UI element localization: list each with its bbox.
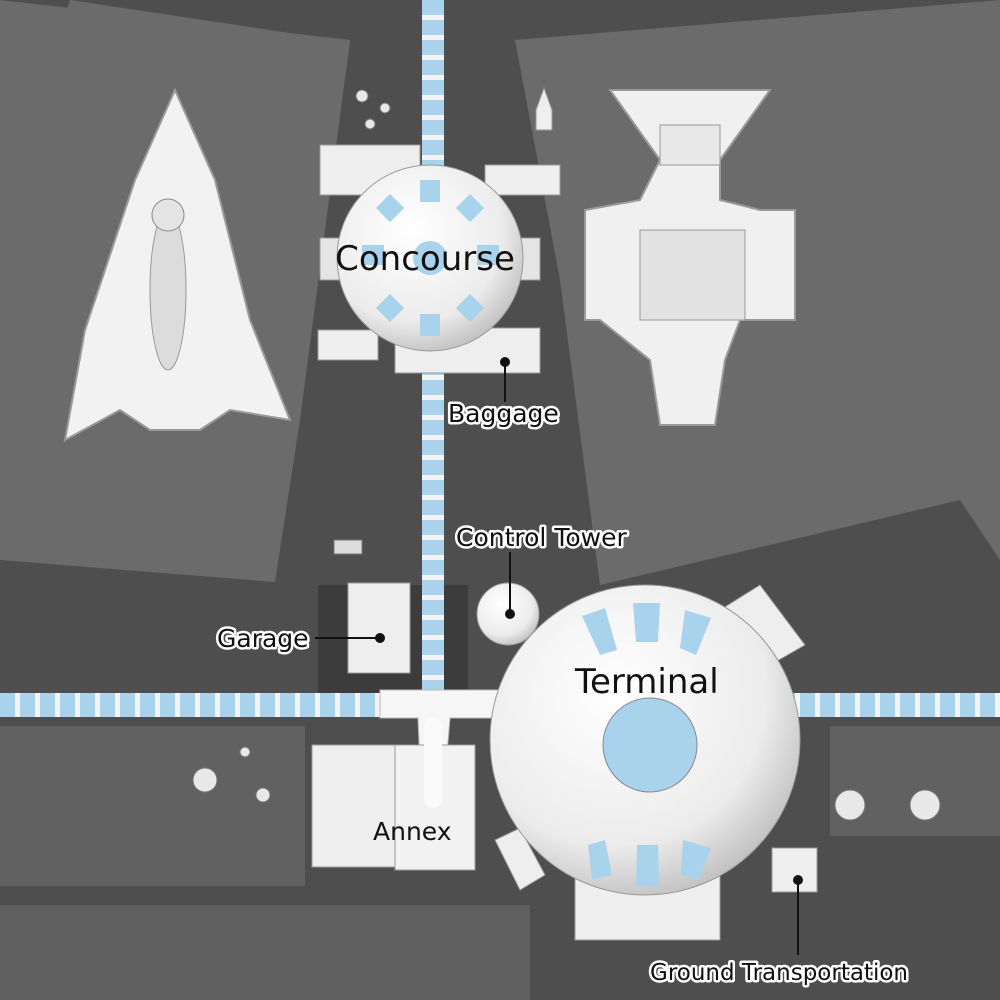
annex-label[interactable]: Annex bbox=[373, 817, 452, 846]
apron-left bbox=[0, 726, 305, 886]
ground-transportation-building bbox=[771, 847, 818, 893]
apron-bottom bbox=[0, 905, 530, 1000]
garage-label[interactable]: Garage bbox=[215, 622, 312, 656]
terminal-label[interactable]: Terminal bbox=[574, 662, 719, 702]
garage-building bbox=[347, 582, 411, 674]
apron-right bbox=[830, 726, 1000, 836]
annex-building bbox=[311, 718, 476, 871]
concourse-building bbox=[317, 144, 561, 374]
ground-transportation-label[interactable]: Ground Transportation bbox=[648, 958, 911, 989]
freighter-ship bbox=[584, 89, 796, 426]
baggage-label[interactable]: Baggage bbox=[446, 397, 562, 431]
label-leaders bbox=[315, 357, 803, 955]
control-tower-label[interactable]: Control Tower bbox=[454, 521, 630, 555]
terminal-building bbox=[489, 584, 806, 941]
small-shuttle bbox=[535, 86, 553, 131]
ground-vehicles bbox=[192, 89, 941, 821]
starfighter-ship bbox=[63, 87, 292, 442]
concourse-label[interactable]: Concourse bbox=[335, 239, 515, 279]
parked-vehicle bbox=[333, 539, 363, 555]
